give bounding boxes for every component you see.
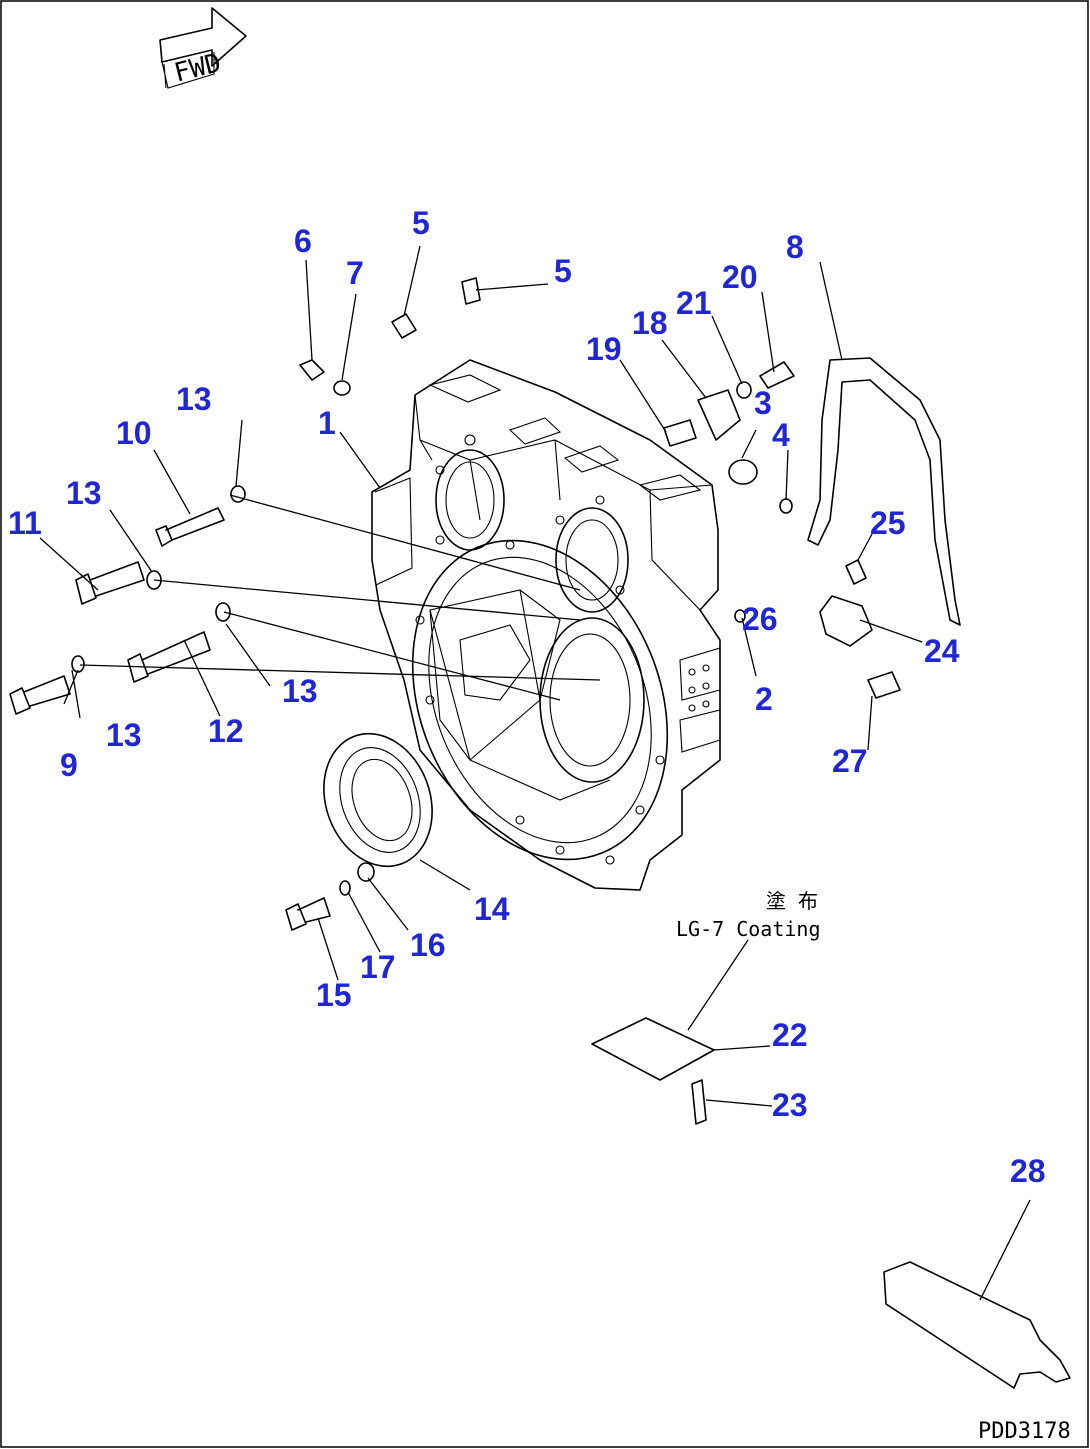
drawing-code: PDD3178 (978, 1419, 1071, 1444)
callout-19: 19 (586, 331, 622, 367)
callout-11: 11 (8, 505, 42, 541)
bolt-15 (285, 897, 331, 931)
bolt-9 (9, 675, 71, 715)
bolt-11 (75, 561, 145, 605)
leader-lines (39, 245, 1031, 1301)
seal-cover-plate (323, 732, 433, 868)
callout-25: 25 (870, 505, 906, 541)
callout-13-right: 13 (282, 673, 318, 709)
bolt-10 (155, 507, 225, 547)
callout-23: 23 (772, 1087, 808, 1123)
fwd-arrow-icon: FWD (159, 7, 247, 89)
callout-13-bottom: 13 (106, 717, 142, 753)
gasket (807, 357, 961, 626)
callout-14: 14 (474, 891, 510, 927)
cover-plate-22 (591, 1017, 715, 1125)
callout-15: 15 (316, 977, 352, 1013)
callout-27: 27 (832, 743, 868, 779)
flywheel-housing (371, 359, 721, 891)
callout-labels: 1 2 3 4 5 5 6 7 8 9 10 11 12 13 13 13 13… (8, 205, 1046, 1189)
callout-6: 6 (294, 223, 312, 259)
callout-9: 9 (60, 747, 78, 783)
coating-note-jp: 塗 布 (766, 889, 818, 913)
callout-8: 8 (786, 229, 804, 265)
callout-2: 2 (755, 681, 773, 717)
callout-1: 1 (318, 405, 336, 441)
bolt-12 (127, 631, 211, 683)
callout-24: 24 (924, 633, 960, 669)
top-small-parts (299, 277, 481, 396)
callout-28: 28 (1010, 1153, 1046, 1189)
callout-13-top: 13 (176, 381, 212, 417)
callout-4: 4 (772, 417, 790, 453)
fwd-label: FWD (171, 48, 224, 88)
callout-20: 20 (722, 259, 758, 295)
callout-22: 22 (772, 1017, 808, 1053)
callout-26: 26 (742, 601, 778, 637)
tool-28 (883, 1261, 1071, 1389)
callout-13-left: 13 (66, 475, 102, 511)
callout-5-right: 5 (554, 253, 572, 289)
right-small-parts (663, 361, 901, 699)
washers (71, 485, 375, 896)
callout-7: 7 (346, 255, 364, 291)
coating-note-en: LG-7 Coating (676, 917, 821, 941)
callout-5-top: 5 (412, 205, 430, 241)
callout-18: 18 (632, 305, 668, 341)
callout-16: 16 (410, 927, 446, 963)
callout-10: 10 (116, 415, 152, 451)
callout-21: 21 (676, 285, 712, 321)
coating-note: 塗 布 LG-7 Coating (676, 889, 821, 941)
callout-12: 12 (208, 713, 244, 749)
callout-17: 17 (360, 949, 396, 985)
callout-3: 3 (754, 385, 772, 421)
